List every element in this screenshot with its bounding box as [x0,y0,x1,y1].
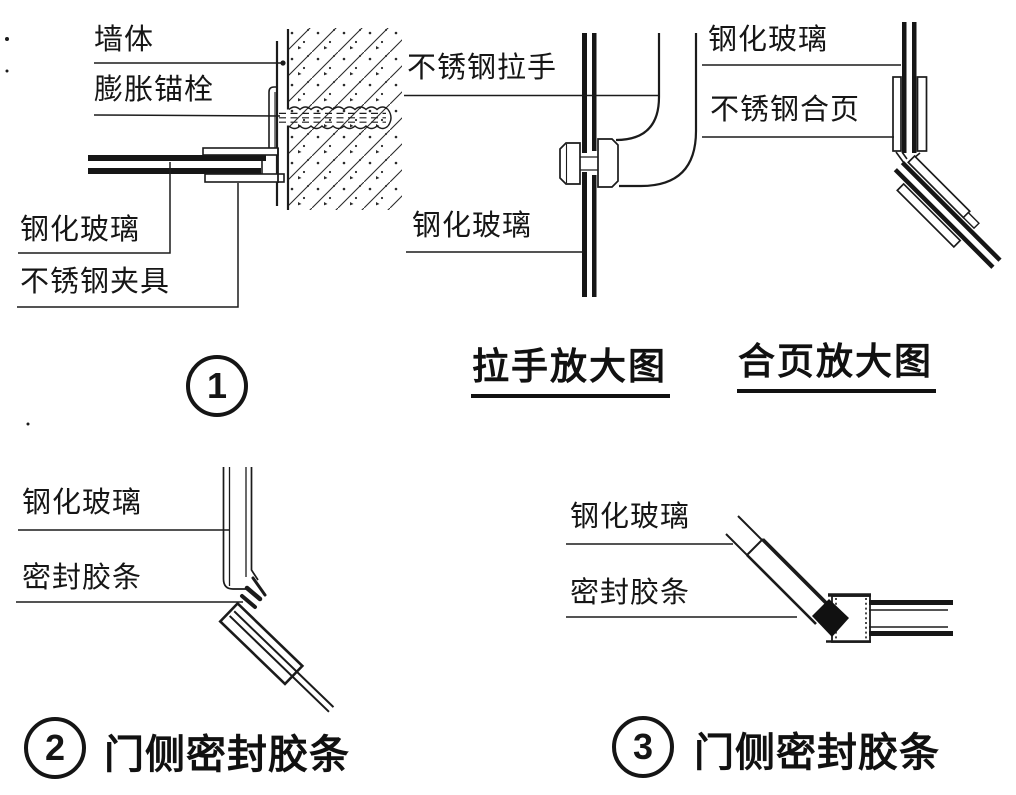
clamp-leader-line [17,183,239,308]
detail2-caption: 门侧密封胶条 [104,733,350,777]
handle-pad-left [559,142,581,185]
channel-outer [762,538,832,608]
glass-panel-top [88,155,266,161]
label-handle: 不锈钢拉手 [407,52,558,84]
handle-view-title: 拉手放大图 [471,336,670,398]
anchor-leader-line [93,114,285,117]
bolt-notch [591,151,597,175]
seal-strip-block [812,599,849,637]
handle-pad-right [597,138,619,188]
glass-panel [869,600,953,605]
detail1-wall-mount-drawing [17,28,402,308]
wall-leader-dot [280,60,286,66]
channel-outer [746,554,817,625]
detail-number-badge-3: 3 [612,716,674,778]
label-seal-strip-2: 密封胶条 [22,562,143,594]
bracket-plate [268,86,277,148]
anchor-bolt-drawing [279,106,392,130]
handle-detail-drawing [404,33,698,297]
label-tempered-glass-3: 钢化玻璃 [570,501,691,533]
glass-panel-bottom [88,168,261,174]
glass-panel [902,22,907,153]
handle-tube-outer [619,33,698,188]
label-tempered-glass-hinge: 钢化玻璃 [708,24,829,56]
door-channel-outer [222,467,247,590]
glass-leader-line [18,162,171,254]
clamp-bottom-plate [204,173,285,183]
detail-number-badge-1: 1 [186,355,248,417]
label-tempered-glass-handle: 钢化玻璃 [412,210,533,242]
detail-number-badge-2: 2 [24,717,86,779]
door-channel-outer [250,467,259,581]
detail-number-1: 1 [206,365,228,406]
hinge-detail-drawing [702,22,1002,269]
detail-number-2: 2 [44,727,66,768]
hinge-plate-left [892,76,902,152]
scan-noise [5,37,30,426]
label-seal-strip-3: 密封胶条 [570,577,691,609]
seal-detail3-drawing [566,515,953,643]
seal-detail2-drawing [16,467,335,713]
glass-panel [869,631,953,636]
concrete-wall-hatch [289,28,402,210]
channel-inner [768,545,830,607]
seal-strip [240,576,267,609]
angled-door-panel [218,601,335,713]
hinge-view-title: 合页放大图 [737,331,936,393]
bolt-notch [581,153,588,172]
clamp-top-plate [202,147,279,156]
label-clamp: 不锈钢夹具 [20,266,171,298]
channel-end-cap [746,538,764,556]
glass-panel [912,22,917,153]
hinge-plate-right [916,76,928,152]
detail-number-3: 3 [632,726,654,767]
label-hinge: 不锈钢合页 [710,94,861,126]
handle-tube-inner [615,33,661,142]
label-tempered-glass-1: 钢化玻璃 [20,214,141,246]
glass-line [737,515,828,606]
label-wall: 墙体 [94,24,155,56]
hinge-angled-leaf [893,154,1002,269]
detail3-caption: 门侧密封胶条 [694,731,940,775]
label-anchor-bolt: 膨胀锚栓 [94,74,215,106]
label-tempered-glass-2: 钢化玻璃 [22,487,143,519]
